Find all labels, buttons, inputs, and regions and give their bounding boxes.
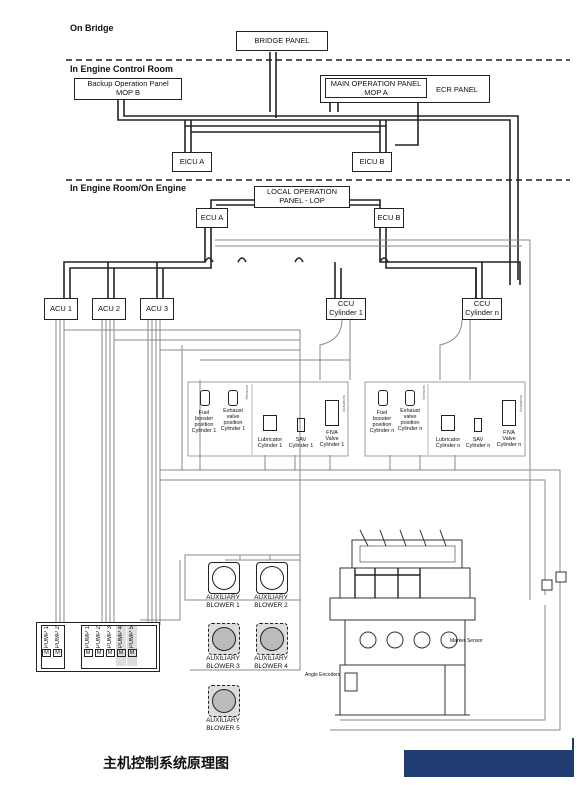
cyl1-exhaust-sensor-icon (228, 390, 238, 406)
lop-subtitle: PANEL - LOP (279, 196, 325, 205)
cyln-fiva-icon (502, 400, 516, 426)
accent-bar (404, 750, 574, 777)
main-panel-subtitle: MOP A (364, 88, 388, 97)
ccun-title: CCU (473, 299, 491, 308)
cyl1-fuel-sensor-icon (200, 390, 210, 406)
cyl1-lubricator-icon (263, 415, 277, 431)
angle-encoders-label: Angle Encoders (305, 672, 341, 678)
main-operation-panel: MAIN OPERATION PANEL MOP A (325, 78, 427, 98)
blower-2-icon (256, 562, 288, 594)
cyln-actuators-label: Actuators (518, 395, 523, 412)
blower-5-icon (208, 685, 240, 717)
section-control-room: In Engine Control Room (70, 64, 173, 74)
acu-3: ACU 3 (140, 298, 174, 320)
acu-2: ACU 2 (92, 298, 126, 320)
pump-block (36, 622, 160, 672)
backup-operation-panel: Backup Operation Panel MOP B (74, 78, 182, 100)
ecu-a: ECU A (196, 208, 228, 228)
blower-3-icon (208, 623, 240, 655)
cyln-sensors-label: Sensors (421, 385, 426, 400)
eicu-b: EICU B (352, 152, 392, 172)
cyl1-actuators-label: Actuators (341, 395, 346, 412)
ecr-panel: MAIN OPERATION PANEL MOP A ECR PANEL (320, 75, 490, 103)
local-operation-panel: LOCAL OPERATION PANEL - LOP (254, 186, 350, 208)
eicu-a: EICU A (172, 152, 212, 172)
lop-title: LOCAL OPERATION (266, 187, 338, 196)
cyln-exhaust-sensor-icon (405, 390, 415, 406)
ccu1-title: CCU (337, 299, 355, 308)
cyl1-sensors-label: Sensors (244, 385, 249, 400)
section-on-bridge: On Bridge (70, 23, 114, 33)
ccu-cylinder-n: CCU Cylinder n (462, 298, 502, 320)
cyln-lubricator-icon (441, 415, 455, 431)
backup-panel-title: Backup Operation Panel (87, 79, 169, 88)
pump-group-2 (81, 625, 157, 669)
pump-group-1 (41, 625, 65, 669)
ccun-subtitle: Cylinder n (465, 308, 499, 317)
section-engine-room: In Engine Room/On Engine (70, 183, 186, 193)
engine-schematic (329, 529, 476, 716)
blower-4-icon (256, 623, 288, 655)
figure-caption: 主机控制系统原理图 (103, 756, 229, 772)
ccu-cylinder-1: CCU Cylinder 1 (326, 298, 366, 320)
main-panel-title: MAIN OPERATION PANEL (330, 79, 422, 88)
cyl1-sav-icon (297, 418, 305, 432)
backup-panel-subtitle: MOP B (115, 88, 141, 97)
ecu-b: ECU B (374, 208, 404, 228)
marker-sensor-label: Marker Sensor (450, 638, 483, 644)
cyln-sav-icon (474, 418, 482, 432)
ecr-panel-label: ECR PANEL (436, 85, 478, 94)
blower-1-icon (208, 562, 240, 594)
bridge-panel: BRIDGE PANEL (236, 31, 328, 51)
acu-1: ACU 1 (44, 298, 78, 320)
cyl1-fiva-icon (325, 400, 339, 426)
ccu1-subtitle: Cylinder 1 (329, 308, 363, 317)
cyln-fuel-sensor-icon (378, 390, 388, 406)
accent-bar-tick (572, 738, 574, 750)
